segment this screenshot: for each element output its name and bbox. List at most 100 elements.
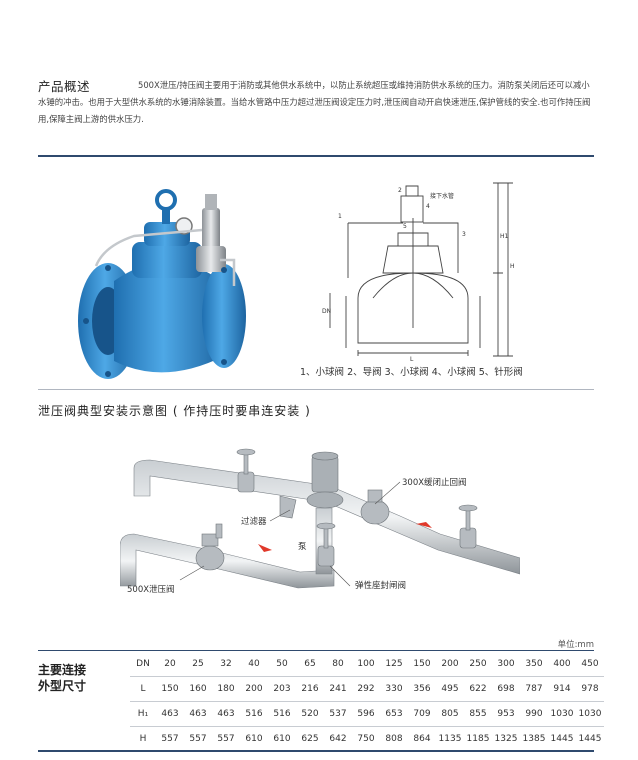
table-bottom-rule (38, 750, 594, 752)
schematic-num-5: 5 (403, 223, 407, 230)
schematic-drain-label: 接下水管 (430, 192, 454, 200)
cell: 953 (492, 701, 520, 727)
dimensions-table: DN 20 25 32 40 50 65 80 100 125 150 200 … (130, 652, 604, 751)
table-top-rule (38, 650, 594, 651)
lower-pipe (120, 533, 335, 589)
right-flange (202, 264, 246, 368)
valve-photo (78, 189, 246, 379)
cell: 914 (548, 676, 576, 702)
overview-text-body: 500X泄压/持压阀主要用于消防或其他供水系统中，以防止系统超压或维持消防供水系… (38, 80, 591, 124)
cell: 557 (161, 734, 179, 744)
cell: 463 (212, 701, 240, 727)
overview-text: 500X泄压/持压阀主要用于消防或其他供水系统中，以防止系统超压或维持消防供水系… (38, 77, 598, 128)
table-row-h: H 557 557 557 610 610 625 642 750 808 86… (130, 727, 604, 752)
cell: 203 (268, 676, 296, 702)
cell: 80 (324, 652, 352, 677)
cell: 990 (520, 701, 548, 727)
cell: 1445 (578, 734, 602, 744)
cell: 787 (520, 676, 548, 702)
filter (279, 495, 297, 519)
cell: 180 (212, 676, 240, 702)
relief-valve (195, 523, 225, 571)
cell: 25 (184, 652, 212, 677)
installation-diagram (120, 448, 520, 589)
cell: 463 (156, 701, 184, 727)
pilot-valve (202, 208, 220, 254)
cell: 537 (324, 701, 352, 727)
schematic-dim-l: L (410, 356, 414, 362)
table-title-line1: 主要连接 (38, 663, 87, 677)
cell: 100 (352, 652, 380, 677)
cell: 709 (408, 701, 436, 727)
schematic-num-4: 4 (426, 203, 430, 210)
pilot-tubing (94, 228, 203, 267)
schematic-dim-h: H (510, 263, 515, 270)
row-head: H (139, 734, 147, 744)
cell: 150 (156, 676, 184, 702)
table-row-h1: H₁ 463 463 463 516 516 520 537 596 653 7… (130, 701, 604, 727)
cell: 653 (380, 701, 408, 727)
gate-valves (236, 448, 478, 567)
cell: 40 (240, 652, 268, 677)
row-head: DN (130, 652, 156, 677)
cell: 65 (296, 652, 324, 677)
cell: 978 (576, 676, 604, 702)
cell: 520 (296, 701, 324, 727)
cell: 241 (324, 676, 352, 702)
cell: 805 (436, 701, 464, 727)
bonnet (132, 242, 202, 278)
cell: 350 (520, 652, 548, 677)
table-row-l: L 150 160 180 200 203 216 241 292 330 35… (130, 676, 604, 702)
schematic-dim-h1: H1 (500, 233, 509, 240)
cell: 1030 (576, 701, 604, 727)
cell: 1445 (550, 734, 574, 744)
section-divider-thin (38, 389, 594, 390)
installation-title: 泄压阀典型安装示意图 ( 作持压时要串连安装 ) (38, 404, 311, 418)
cell: 698 (492, 676, 520, 702)
overview-title: 产品概述 (38, 79, 91, 94)
cell: 1385 (522, 734, 546, 744)
label-pump: 泵 (298, 542, 307, 552)
label-filter: 过滤器 (241, 517, 267, 527)
table-row-dn: DN 20 25 32 40 50 65 80 100 125 150 200 … (130, 652, 604, 677)
cell: 557 (217, 734, 235, 744)
cell: 1030 (548, 701, 576, 727)
cell: 625 (301, 734, 319, 744)
cell: 20 (156, 652, 184, 677)
cell: 356 (408, 676, 436, 702)
lifting-ring (155, 189, 177, 211)
row-head: H₁ (130, 701, 156, 727)
cell: 150 (408, 652, 436, 677)
cell: 200 (436, 652, 464, 677)
row-head: L (130, 676, 156, 702)
cell: 50 (268, 652, 296, 677)
cell: 855 (464, 701, 492, 727)
cell: 160 (184, 676, 212, 702)
schematic-dim-dn: DN (322, 308, 331, 315)
table-title-line2: 外型尺寸 (38, 679, 87, 693)
cell: 516 (240, 701, 268, 727)
cell: 495 (436, 676, 464, 702)
schematic-num-3: 3 (462, 231, 466, 238)
check-valve (360, 489, 390, 525)
table-title: 主要连接 外型尺寸 (38, 662, 86, 694)
pump (306, 451, 344, 509)
cell: 596 (352, 701, 380, 727)
schematic-num-1: 1 (338, 213, 342, 220)
cell: 1185 (466, 734, 490, 744)
valve-body (114, 262, 224, 373)
cell: 750 (357, 734, 375, 744)
cell: 330 (380, 676, 408, 702)
cell: 864 (413, 734, 431, 744)
label-check-valve: 300X缓闭止回阀 (402, 478, 467, 488)
label-relief-valve: 500X泄压阀 (127, 585, 175, 595)
cell: 400 (548, 652, 576, 677)
schematic-num-2: 2 (398, 187, 402, 194)
cell: 808 (385, 734, 403, 744)
cell: 32 (212, 652, 240, 677)
cell: 125 (380, 652, 408, 677)
cell: 622 (464, 676, 492, 702)
cell: 557 (189, 734, 207, 744)
cell: 300 (492, 652, 520, 677)
cell: 463 (184, 701, 212, 727)
